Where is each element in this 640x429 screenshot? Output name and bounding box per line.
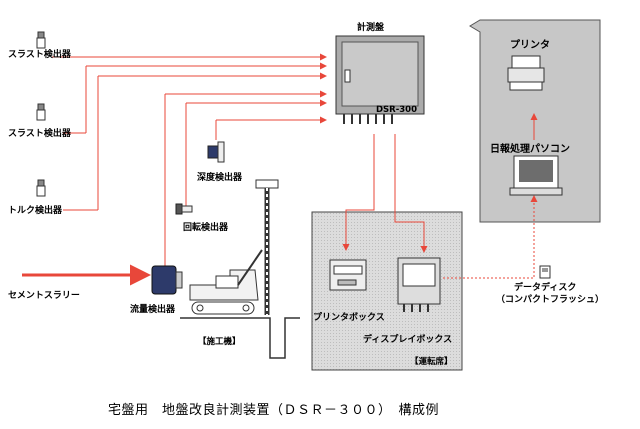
dotted-data-line (443, 195, 538, 279)
printer-icon (507, 55, 545, 91)
caption: 宅盤用 地盤改良計測装置（ＤＳＲ－３００） 構成例 (108, 402, 439, 418)
label-cement: セメントスラリー (8, 290, 80, 301)
office-panel (469, 19, 601, 223)
disk-icon (539, 265, 551, 279)
label-disk-sub: （コンパクトフラッシュ） (496, 293, 604, 305)
thrust-sensor-1-icon (36, 31, 46, 49)
printer-box-icon (329, 259, 367, 291)
label-thrust-2: スラスト検出器 (8, 127, 72, 139)
label-rotation: 回転検出器 (183, 221, 229, 233)
label-printer-box: プリンタボックス (313, 311, 385, 323)
label-thrust-1: スラスト検出器 (8, 48, 72, 60)
label-machine: 【施工機】 (198, 336, 241, 347)
computer-icon (509, 155, 563, 196)
label-display-box: ディスプレイボックス (363, 333, 452, 345)
torque-sensor-icon (36, 179, 46, 197)
label-pc: 日報処理パソコン (490, 142, 570, 155)
signal-lines (52, 53, 428, 270)
label-printer: プリンタ (510, 38, 550, 51)
label-depth: 深度検出器 (197, 171, 243, 183)
meter-panel-icon (335, 35, 425, 124)
label-operator-room: 【運転席】 (410, 356, 453, 367)
label-disk: データディスク (514, 281, 576, 293)
label-torque: トルク検出器 (8, 204, 63, 216)
label-meter-model: DSR-300 (376, 105, 417, 115)
flow-sensor-icon (151, 265, 183, 295)
depth-sensor-icon (207, 141, 225, 163)
thrust-sensor-2-icon (36, 103, 46, 121)
rotation-sensor-icon (175, 203, 193, 215)
label-flow: 流量検出器 (130, 303, 176, 315)
ground-line (180, 317, 300, 359)
display-box-icon (397, 257, 441, 312)
label-meter: 計測盤 (357, 21, 385, 33)
rig-icon (189, 179, 279, 315)
